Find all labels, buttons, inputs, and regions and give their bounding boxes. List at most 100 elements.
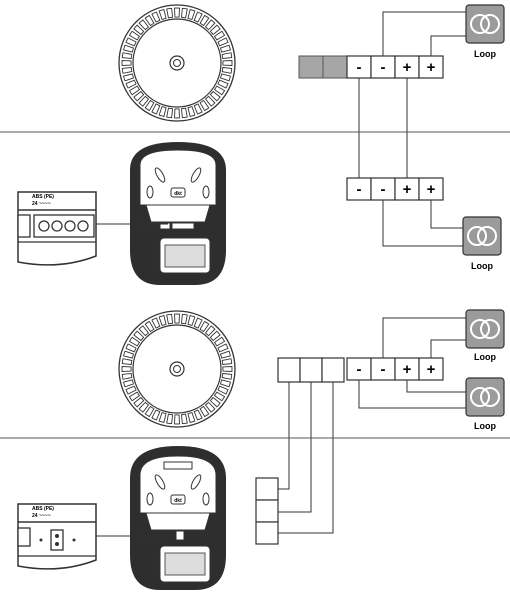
gear-tooth [181, 413, 188, 425]
gear-tooth [133, 330, 145, 342]
wire [358, 11, 466, 178]
terminal-label: + [403, 361, 412, 378]
gear-tooth [128, 30, 141, 41]
gear-tooth [138, 95, 150, 107]
gear-tooth [125, 385, 137, 395]
gear-tooth [174, 108, 180, 119]
gear-tooth [158, 411, 167, 423]
gear-tooth [166, 413, 173, 425]
gear-tooth [199, 99, 210, 112]
gear-tooth [187, 105, 196, 117]
gear-tooth [123, 350, 135, 359]
gear-tooth [125, 343, 137, 353]
detector-text: dkt [174, 191, 182, 197]
gear-tooth [222, 60, 233, 66]
gear-tooth [138, 325, 150, 337]
gear-tooth [193, 11, 203, 23]
terminal-label: - [357, 59, 362, 76]
gear-tooth [193, 317, 203, 329]
gear-tooth [213, 336, 226, 347]
terminal-label: - [381, 181, 386, 198]
gear-tooth [128, 336, 141, 347]
inset-label: ABS (PE) [32, 194, 54, 200]
loop-icon: Loop [465, 4, 505, 59]
terminal-block-2: - - + + [346, 177, 444, 201]
detector-text: dkt [174, 498, 182, 504]
gear-tooth [158, 9, 167, 21]
gear-tooth [199, 405, 210, 418]
terminal-label: + [427, 181, 436, 198]
connector-block [277, 357, 345, 383]
terminal-block-3: - - + + [346, 357, 444, 381]
gear-tooth [144, 405, 155, 418]
gear-tooth [221, 67, 233, 74]
loop-icon: Loop [465, 309, 505, 362]
loop-label: Loop [474, 421, 496, 431]
gear-tooth [138, 19, 150, 31]
gear-tooth [204, 95, 216, 107]
gear-tooth [209, 90, 221, 102]
gear-disc-2 [118, 310, 236, 428]
gear-tooth [151, 317, 161, 329]
gear-tooth [166, 7, 173, 19]
gear-tooth [187, 9, 196, 21]
gear-tooth [174, 313, 180, 324]
gear-tooth [181, 107, 188, 119]
gear-tooth [217, 385, 229, 395]
terminal-block-1: - - + + [346, 55, 444, 79]
gray-block-2 [322, 55, 348, 79]
gear-tooth [123, 44, 135, 53]
gear-tooth [121, 358, 133, 365]
gear-tooth [221, 52, 233, 59]
gear-tooth [193, 103, 203, 115]
gear-tooth [166, 107, 173, 119]
gear-tooth [121, 366, 132, 372]
loop-label: Loop [474, 49, 496, 59]
gear-tooth [219, 379, 231, 388]
gear-tooth [213, 391, 226, 402]
gray-block-1 [298, 55, 324, 79]
gear-tooth [123, 379, 135, 388]
gear-tooth [121, 60, 132, 66]
wire [382, 200, 463, 247]
terminal-label: + [403, 181, 412, 198]
gear-tooth [121, 52, 133, 59]
gear-tooth [181, 313, 188, 325]
terminal-label: - [381, 59, 386, 76]
gear-tooth [174, 7, 180, 18]
gear-tooth [151, 409, 161, 421]
terminal-label: + [427, 361, 436, 378]
loop-label: Loop [474, 352, 496, 362]
gear-tooth [204, 19, 216, 31]
gear-tooth [133, 90, 145, 102]
loop-label: Loop [471, 261, 493, 271]
gear-tooth [151, 11, 161, 23]
gear-tooth [123, 73, 135, 82]
gear-disc-1 [118, 4, 236, 122]
gear-tooth [158, 105, 167, 117]
gear-tooth [166, 313, 173, 325]
loop-icon: Loop [462, 216, 502, 271]
gear-tooth [121, 373, 133, 380]
gear-tooth [199, 320, 210, 333]
gear-tooth [125, 37, 137, 47]
gear-tooth [144, 99, 155, 112]
gear-tooth [144, 14, 155, 27]
detector-body-1: dkt [130, 142, 226, 285]
gear-tooth [121, 67, 133, 74]
gear-tooth [128, 85, 141, 96]
gear-tooth [174, 414, 180, 425]
gear-tooth [209, 24, 221, 36]
gear-tooth [209, 396, 221, 408]
gear-tooth [138, 401, 150, 413]
gear-tooth [204, 325, 216, 337]
terminal-label: - [381, 361, 386, 378]
gear-tooth [187, 411, 196, 423]
gear-tooth [158, 315, 167, 327]
gear-tooth [209, 330, 221, 342]
terminal-label: + [427, 59, 436, 76]
inset-sublabel: 24 ~~~~ [32, 201, 51, 207]
detector-body-2: dkt [130, 446, 226, 590]
wire [278, 317, 466, 534]
gear-tooth [217, 343, 229, 353]
